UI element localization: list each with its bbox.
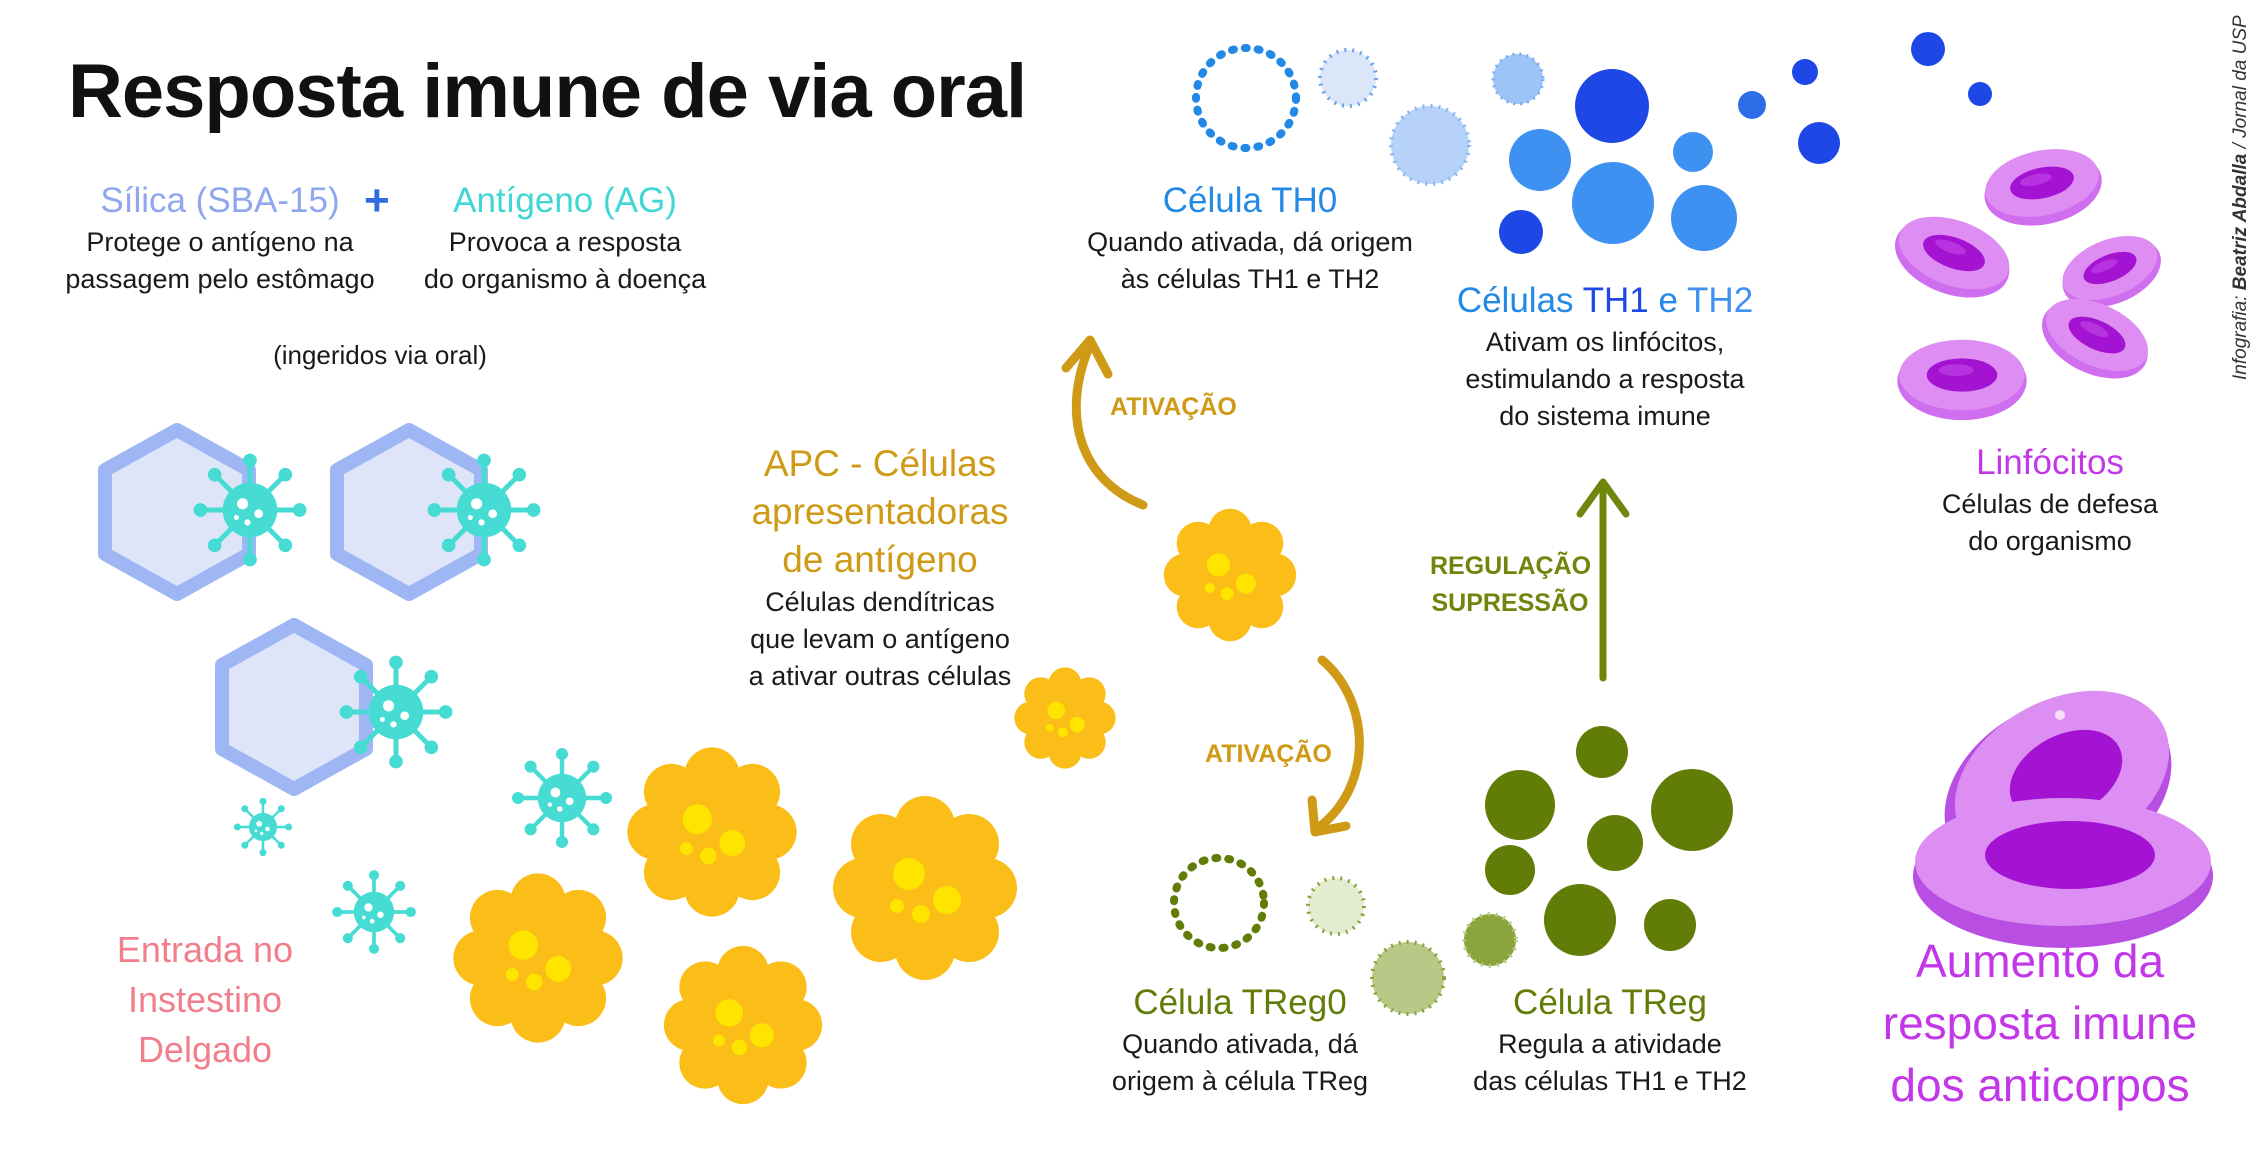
th1-th2-cells-icon	[1499, 32, 1992, 254]
th0-block: Célula TH0 Quando ativada, dá origem às …	[1070, 178, 1430, 298]
apc-head-3: de antígeno	[782, 539, 978, 580]
credit-text: Infografia: Beatriz Abdalla / Jornal da …	[2230, 15, 2252, 380]
silica-desc-1: Protege o antígeno na	[86, 227, 354, 257]
th1th2-desc-1: Ativam os linfócitos,	[1485, 327, 1725, 357]
credit-author: Beatriz Abdalla	[2230, 153, 2251, 291]
th-label-a: Células	[1456, 281, 1583, 320]
treg-desc-2: das células TH1 e TH2	[1473, 1066, 1747, 1096]
lymphocytes-label: Linfócitos	[1976, 443, 2124, 482]
th1-th2-label: Células TH1 e TH2	[1425, 278, 1785, 324]
treg0-block: Célula TReg0 Quando ativada, dá origem à…	[1070, 980, 1410, 1100]
lymphocytes-desc-2: do organismo	[1968, 526, 2132, 556]
antigen-desc-2: do organismo à doença	[423, 264, 707, 294]
th-label-b: TH1	[1582, 281, 1649, 320]
up-arrow-icon	[1576, 478, 1630, 682]
activation-label-top: ATIVAÇÃO	[1110, 393, 1237, 421]
result-line-3: dos anticorpos	[1890, 1059, 2190, 1111]
page-title: Resposta imune de via oral	[68, 49, 1027, 134]
regulation-line-2: SUPRESSÃO	[1431, 589, 1589, 617]
lymphocytes-block: Linfócitos Células de defesa do organism…	[1900, 440, 2200, 560]
th1th2-desc-3: do sistema imune	[1499, 401, 1711, 431]
antigen-block: Antígeno (AG) Provoca a resposta do orga…	[400, 178, 730, 298]
silica-block: Sílica (SBA-15) Protege o antígeno na pa…	[60, 178, 380, 298]
treg0-desc-2: origem à célula TReg	[1111, 1066, 1369, 1096]
treg0-desc-1: Quando ativada, dá	[1122, 1029, 1358, 1059]
treg0-cells-icon	[1170, 854, 1518, 1016]
lymphocyte-large-icon	[1913, 690, 2213, 948]
apc-head-2: apresentadoras	[751, 491, 1009, 532]
credit-suffix: / Jornal da USP	[2230, 15, 2251, 154]
th1th2-desc-2: estimulando a resposta	[1465, 364, 1745, 394]
curved-arrow-icon	[1061, 335, 1364, 837]
regulation-label: REGULAÇÃO SUPRESSÃO	[1430, 548, 1592, 622]
dotted-cell-icon	[1192, 44, 1545, 186]
activation-label-bottom: ATIVAÇÃO	[1205, 740, 1332, 768]
lymphocytes-desc-1: Células de defesa	[1941, 489, 2159, 519]
entry-line-2: Instestino	[127, 979, 283, 1020]
th0-desc-1: Quando ativada, dá origem	[1087, 227, 1413, 257]
apc-desc-2: que levam o antígeno	[750, 624, 1010, 654]
th1-th2-block: Células TH1 e TH2 Ativam os linfócitos, …	[1425, 278, 1785, 435]
treg-desc-1: Regula a atividade	[1498, 1029, 1722, 1059]
credit-prefix: Infografia:	[2230, 290, 2251, 381]
ingested-note: (ingeridos via oral)	[273, 340, 487, 370]
lymphocyte-icon	[1884, 138, 2172, 421]
entry-line-3: Delgado	[137, 1029, 273, 1070]
apc-desc-1: Células dendítricas	[765, 587, 995, 617]
silica-desc-2: passagem pelo estômago	[65, 264, 375, 294]
treg0-label: Célula TReg0	[1133, 983, 1347, 1022]
result-line-1: Aumento da	[1915, 935, 2165, 987]
apc-desc-3: a ativar outras células	[748, 661, 1012, 691]
treg-cells-icon	[1485, 726, 1733, 956]
result-block: Aumento da resposta imune dos anticorpos	[1830, 930, 2250, 1116]
entry-label: Entrada no Instestino Delgado	[70, 925, 340, 1075]
hexagon-capsule-icon	[98, 423, 488, 796]
treg-label: Célula TReg	[1513, 983, 1707, 1022]
apc-block: APC - Células apresentadoras de antígeno…	[690, 440, 1070, 695]
apc-head-1: APC - Células	[763, 443, 997, 484]
th0-desc-2: às células TH1 e TH2	[1120, 264, 1380, 294]
treg-block: Célula TReg Regula a atividade das célul…	[1440, 980, 1780, 1100]
entry-line-1: Entrada no	[116, 929, 294, 970]
result-line-2: resposta imune	[1882, 997, 2198, 1049]
regulation-line-1: REGULAÇÃO	[1430, 552, 1592, 580]
silica-label: Sílica (SBA-15)	[100, 181, 340, 220]
th0-label: Célula TH0	[1162, 181, 1338, 220]
th-label-d: TH2	[1687, 281, 1754, 320]
th-label-c: e	[1648, 281, 1688, 320]
antigen-label: Antígeno (AG)	[453, 181, 677, 220]
plus-icon: +	[364, 176, 390, 225]
antigen-desc-1: Provoca a resposta	[448, 227, 682, 257]
